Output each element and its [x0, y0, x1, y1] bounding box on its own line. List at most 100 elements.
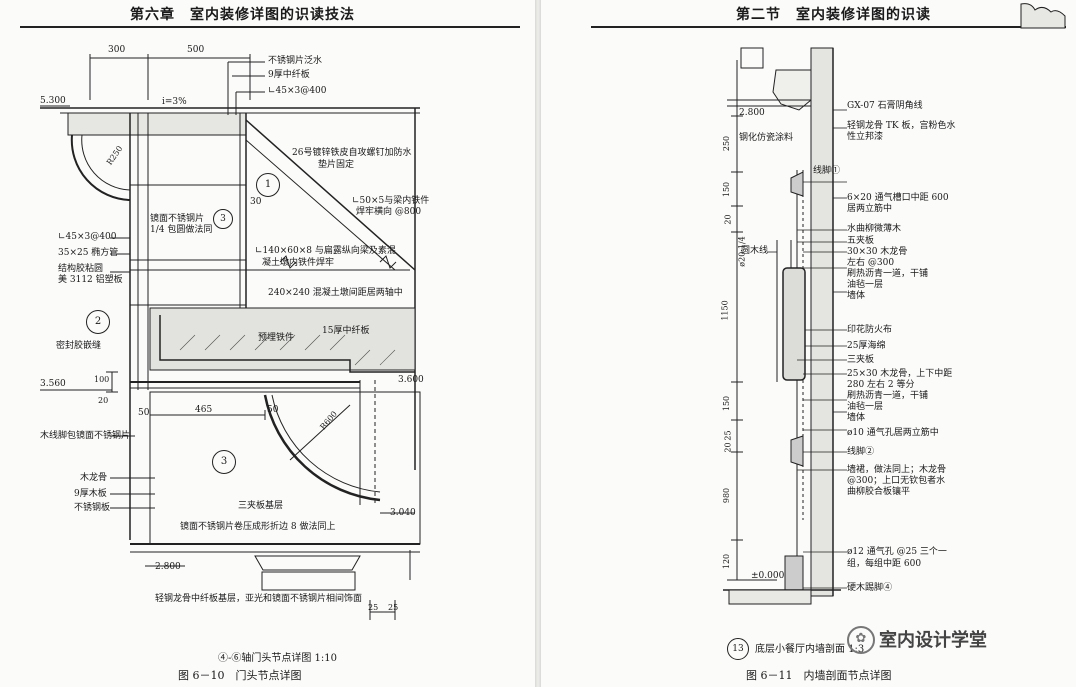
right-caption-title: 底层小餐厅内墙剖面 1:3: [755, 644, 865, 655]
label-hardwood-skirting: 硬木踢脚④: [847, 583, 893, 593]
label-keel-tk-board-2: 性立邦漆: [847, 132, 884, 142]
dim-2800: 2.800: [155, 562, 181, 572]
label-porcelain-paint: 钢化仿瓷涂料: [739, 133, 794, 143]
label-asphalt-2: 油毡一层: [847, 280, 884, 290]
label-concrete-pier: 240×240 混凝土墩间距居两轴中: [268, 288, 403, 298]
left-running-head: 第六章 室内装修详图的识读技法: [130, 7, 355, 23]
door-head-drawing: [40, 54, 421, 620]
label-structural-glue: 结构胶粘圆: [58, 264, 104, 274]
wall-section-drawing: [723, 3, 1066, 605]
watermark-text: 室内设计学堂: [879, 630, 987, 651]
label-angle-50x5: ∟50×5与梁内铁件: [352, 196, 430, 206]
dim-150a: 150: [722, 181, 732, 198]
dim-150b: 150: [722, 395, 732, 412]
dim-500: 500: [187, 45, 205, 55]
label-asphalt-b-2: 油毡一层: [847, 402, 884, 412]
label-vent-slot-2: 居两立筋中: [847, 204, 893, 214]
label-round-molding: 圆木线: [741, 246, 769, 256]
label-embedded-plate: 预埋铁件: [258, 333, 295, 343]
detail-circle-2: 2: [86, 310, 110, 334]
dim-20: 20: [98, 396, 109, 405]
dim-25a: 25: [368, 603, 379, 612]
dim-slope: i=3%: [162, 97, 187, 107]
detail-circle-3: 3: [212, 450, 236, 474]
label-vent-slot: 6×20 通气槽口中距 600: [847, 193, 949, 203]
ornament-icon: [1020, 3, 1066, 29]
label-molding-1: 线脚①: [813, 166, 841, 176]
label-keel-finish: 轻钢龙骨中纤板基层，亚光和镜面不锈钢片相间饰面: [155, 594, 363, 604]
dim-3600: 3.600: [398, 375, 424, 385]
label-mirror-fold: 镜面不锈钢片卷压成形折边 8 做法同上: [180, 522, 336, 532]
label-vent-hole-12: ø12 通气孔 @25 三个一: [847, 547, 947, 557]
book-gutter: [535, 0, 541, 687]
left-page: 第六章 室内装修详图的识读技法: [0, 0, 535, 687]
label-molding-2: 线脚②: [847, 447, 875, 457]
left-caption-figure: 图 6－10 门头节点详图: [178, 669, 302, 682]
label-angle-140: ∟140×60×8 与扁露纵向梁及素混: [255, 246, 396, 256]
dim-100: 100: [94, 375, 110, 384]
label-sealant: 密封胶嵌缝: [56, 341, 102, 351]
label-9mm-board: 9厚木板: [74, 489, 107, 499]
label-angle-50x5-2: 焊牢横向 @800: [356, 207, 422, 217]
dim-300: 300: [108, 45, 126, 55]
label-sponge: 25厚海绵: [847, 341, 886, 351]
label-wood-keel-30-2: 左右 @300: [847, 258, 895, 268]
dim-3040: 3.040: [390, 508, 416, 518]
dim-20-right: 20: [723, 214, 733, 225]
dim-120: 120: [722, 553, 732, 570]
label-asphalt: 刷热沥青一道，干铺: [847, 269, 929, 279]
label-angle-45x3: ∟45×3@400: [268, 86, 327, 96]
dim-250: 250: [722, 135, 732, 152]
wechat-icon: ✿: [847, 626, 875, 654]
dim-980: 980: [722, 487, 732, 504]
label-wood-molding: 木线脚包镜面不锈钢片: [40, 431, 131, 441]
right-head-rule: [591, 26, 1066, 28]
label-aluminum-panel: 美 3112 铝塑板: [58, 275, 123, 285]
label-angle-45x3-left: ∟45×3@400: [58, 232, 117, 242]
caption-number-circle: 13: [727, 638, 749, 660]
label-ash-veneer: 水曲柳微薄木: [847, 224, 902, 234]
label-wall-2: 墙体: [847, 413, 866, 423]
label-wall-1: 墙体: [847, 291, 866, 301]
label-9mm-fiberboard: 9厚中纤板: [268, 70, 310, 80]
label-gypsum-cornice: GX-07 石膏阴角线: [847, 101, 923, 111]
label-asphalt-b: 刷热沥青一道，干铺: [847, 391, 929, 401]
dim-000: ±0.000: [751, 571, 785, 581]
label-plywood-base: 三夹板基层: [238, 501, 284, 511]
label-stainless-flashing: 不锈钢片泛水: [268, 56, 323, 66]
label-wood-keel-25: 25×30 木龙骨，上下中距: [847, 369, 953, 379]
label-galvanized-sheet-2: 垫片固定: [318, 160, 355, 170]
label-fire-cloth: 印花防火布: [847, 325, 893, 335]
dim-5300: 5.300: [40, 96, 66, 106]
label-oval-tube: 35×25 椭方管: [58, 248, 119, 258]
label-angle-140-2: 凝土墩内铁件焊牢: [262, 258, 335, 268]
label-dado-3: 曲柳胶合板镶平: [847, 487, 911, 497]
label-dado-2: @300；上口无钦包者水: [847, 476, 946, 486]
label-stainless-plate: 不锈钢板: [74, 503, 111, 513]
label-vent-hole-12-2: 组，每组中距 600: [847, 559, 922, 569]
dim-25-right: 25: [723, 430, 733, 441]
dim-25b: 25: [388, 603, 399, 612]
dim-3560: 3.560: [40, 379, 66, 389]
label-wood-keel: 木龙骨: [80, 473, 108, 483]
dim-1150: 1150: [720, 300, 730, 321]
detail-circle-3-small: 3: [213, 209, 233, 229]
label-mirror-steel-2: 1/4 包圆做法同: [150, 225, 213, 235]
label-galvanized-sheet: 26号镀锌铁皮自攻螺钉加防水: [292, 148, 412, 158]
label-vent-hole-10: ø10 通气孔居两立筋中: [847, 428, 939, 438]
label-5-ply: 五夹板: [847, 236, 875, 246]
label-mirror-steel: 镜面不锈钢片: [150, 214, 205, 224]
dim-50a: 50: [138, 408, 150, 418]
dim-465: 465: [195, 405, 213, 415]
label-keel-tk-board: 轻钢龙骨 TK 板，宫粉色水: [847, 121, 956, 131]
dim-50b: 50: [267, 405, 279, 415]
dim-2800-right: 2.800: [739, 108, 765, 118]
label-15mm-fiberboard: 15厚中纤板: [322, 326, 370, 336]
left-caption-title: ④-⑥轴门头节点详图 1:10: [218, 653, 338, 664]
dim-20b-right: 20: [723, 442, 733, 453]
label-wood-keel-25-2: 280 左右 2 等分: [847, 380, 915, 390]
dim-30: 30: [250, 197, 262, 207]
right-running-head: 第二节 室内装修详图的识读: [736, 7, 931, 23]
right-caption-figure: 图 6－11 内墙剖面节点详图: [746, 669, 892, 682]
left-head-rule: [20, 26, 520, 28]
